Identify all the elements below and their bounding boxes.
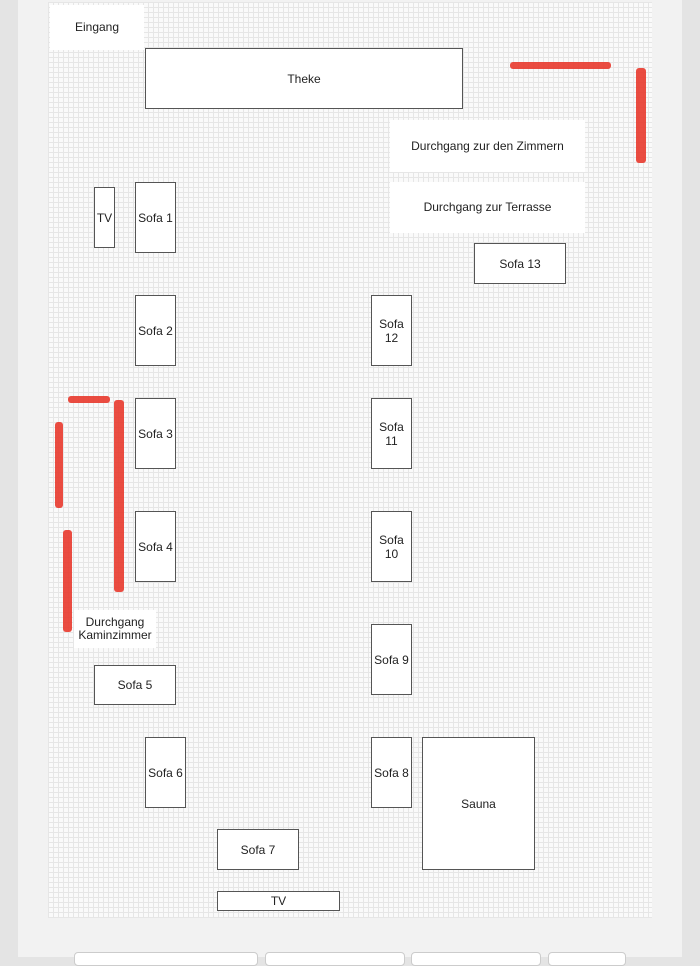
sofa-5[interactable]: Sofa 5 xyxy=(94,665,176,705)
sofa-9[interactable]: Sofa 9 xyxy=(371,624,412,695)
terrace-passage-label: Durchgang zur Terrasse xyxy=(390,182,585,233)
fireplace-passage-label: Durchgang Kaminzimmer xyxy=(74,610,156,648)
bottom-button-3[interactable] xyxy=(411,952,541,966)
sauna[interactable]: Sauna xyxy=(422,737,535,870)
red-annotation-stroke xyxy=(636,68,646,163)
counter[interactable]: Theke xyxy=(145,48,463,109)
sofa-3[interactable]: Sofa 3 xyxy=(135,398,176,469)
tv-2[interactable]: TV xyxy=(217,891,340,911)
red-annotation-stroke xyxy=(114,400,124,592)
rooms-passage-label: Durchgang zur den Zimmern xyxy=(390,120,585,172)
sofa-10[interactable]: Sofa 10 xyxy=(371,511,412,582)
red-annotation-stroke xyxy=(63,530,72,632)
sofa-8[interactable]: Sofa 8 xyxy=(371,737,412,808)
sofa-13[interactable]: Sofa 13 xyxy=(474,243,566,284)
bottom-button-4[interactable] xyxy=(548,952,626,966)
tv-1[interactable]: TV xyxy=(94,187,115,248)
sofa-1[interactable]: Sofa 1 xyxy=(135,182,176,253)
red-annotation-stroke xyxy=(510,62,611,69)
sofa-12[interactable]: Sofa 12 xyxy=(371,295,412,366)
sofa-7[interactable]: Sofa 7 xyxy=(217,829,299,870)
sofa-2[interactable]: Sofa 2 xyxy=(135,295,176,366)
bottom-button-2[interactable] xyxy=(265,952,405,966)
entrance-label: Eingang xyxy=(50,5,144,50)
red-annotation-stroke xyxy=(68,396,110,403)
bottom-button-1[interactable] xyxy=(74,952,258,966)
sofa-6[interactable]: Sofa 6 xyxy=(145,737,186,808)
sofa-4[interactable]: Sofa 4 xyxy=(135,511,176,582)
sofa-11[interactable]: Sofa 11 xyxy=(371,398,412,469)
red-annotation-stroke xyxy=(55,422,63,508)
